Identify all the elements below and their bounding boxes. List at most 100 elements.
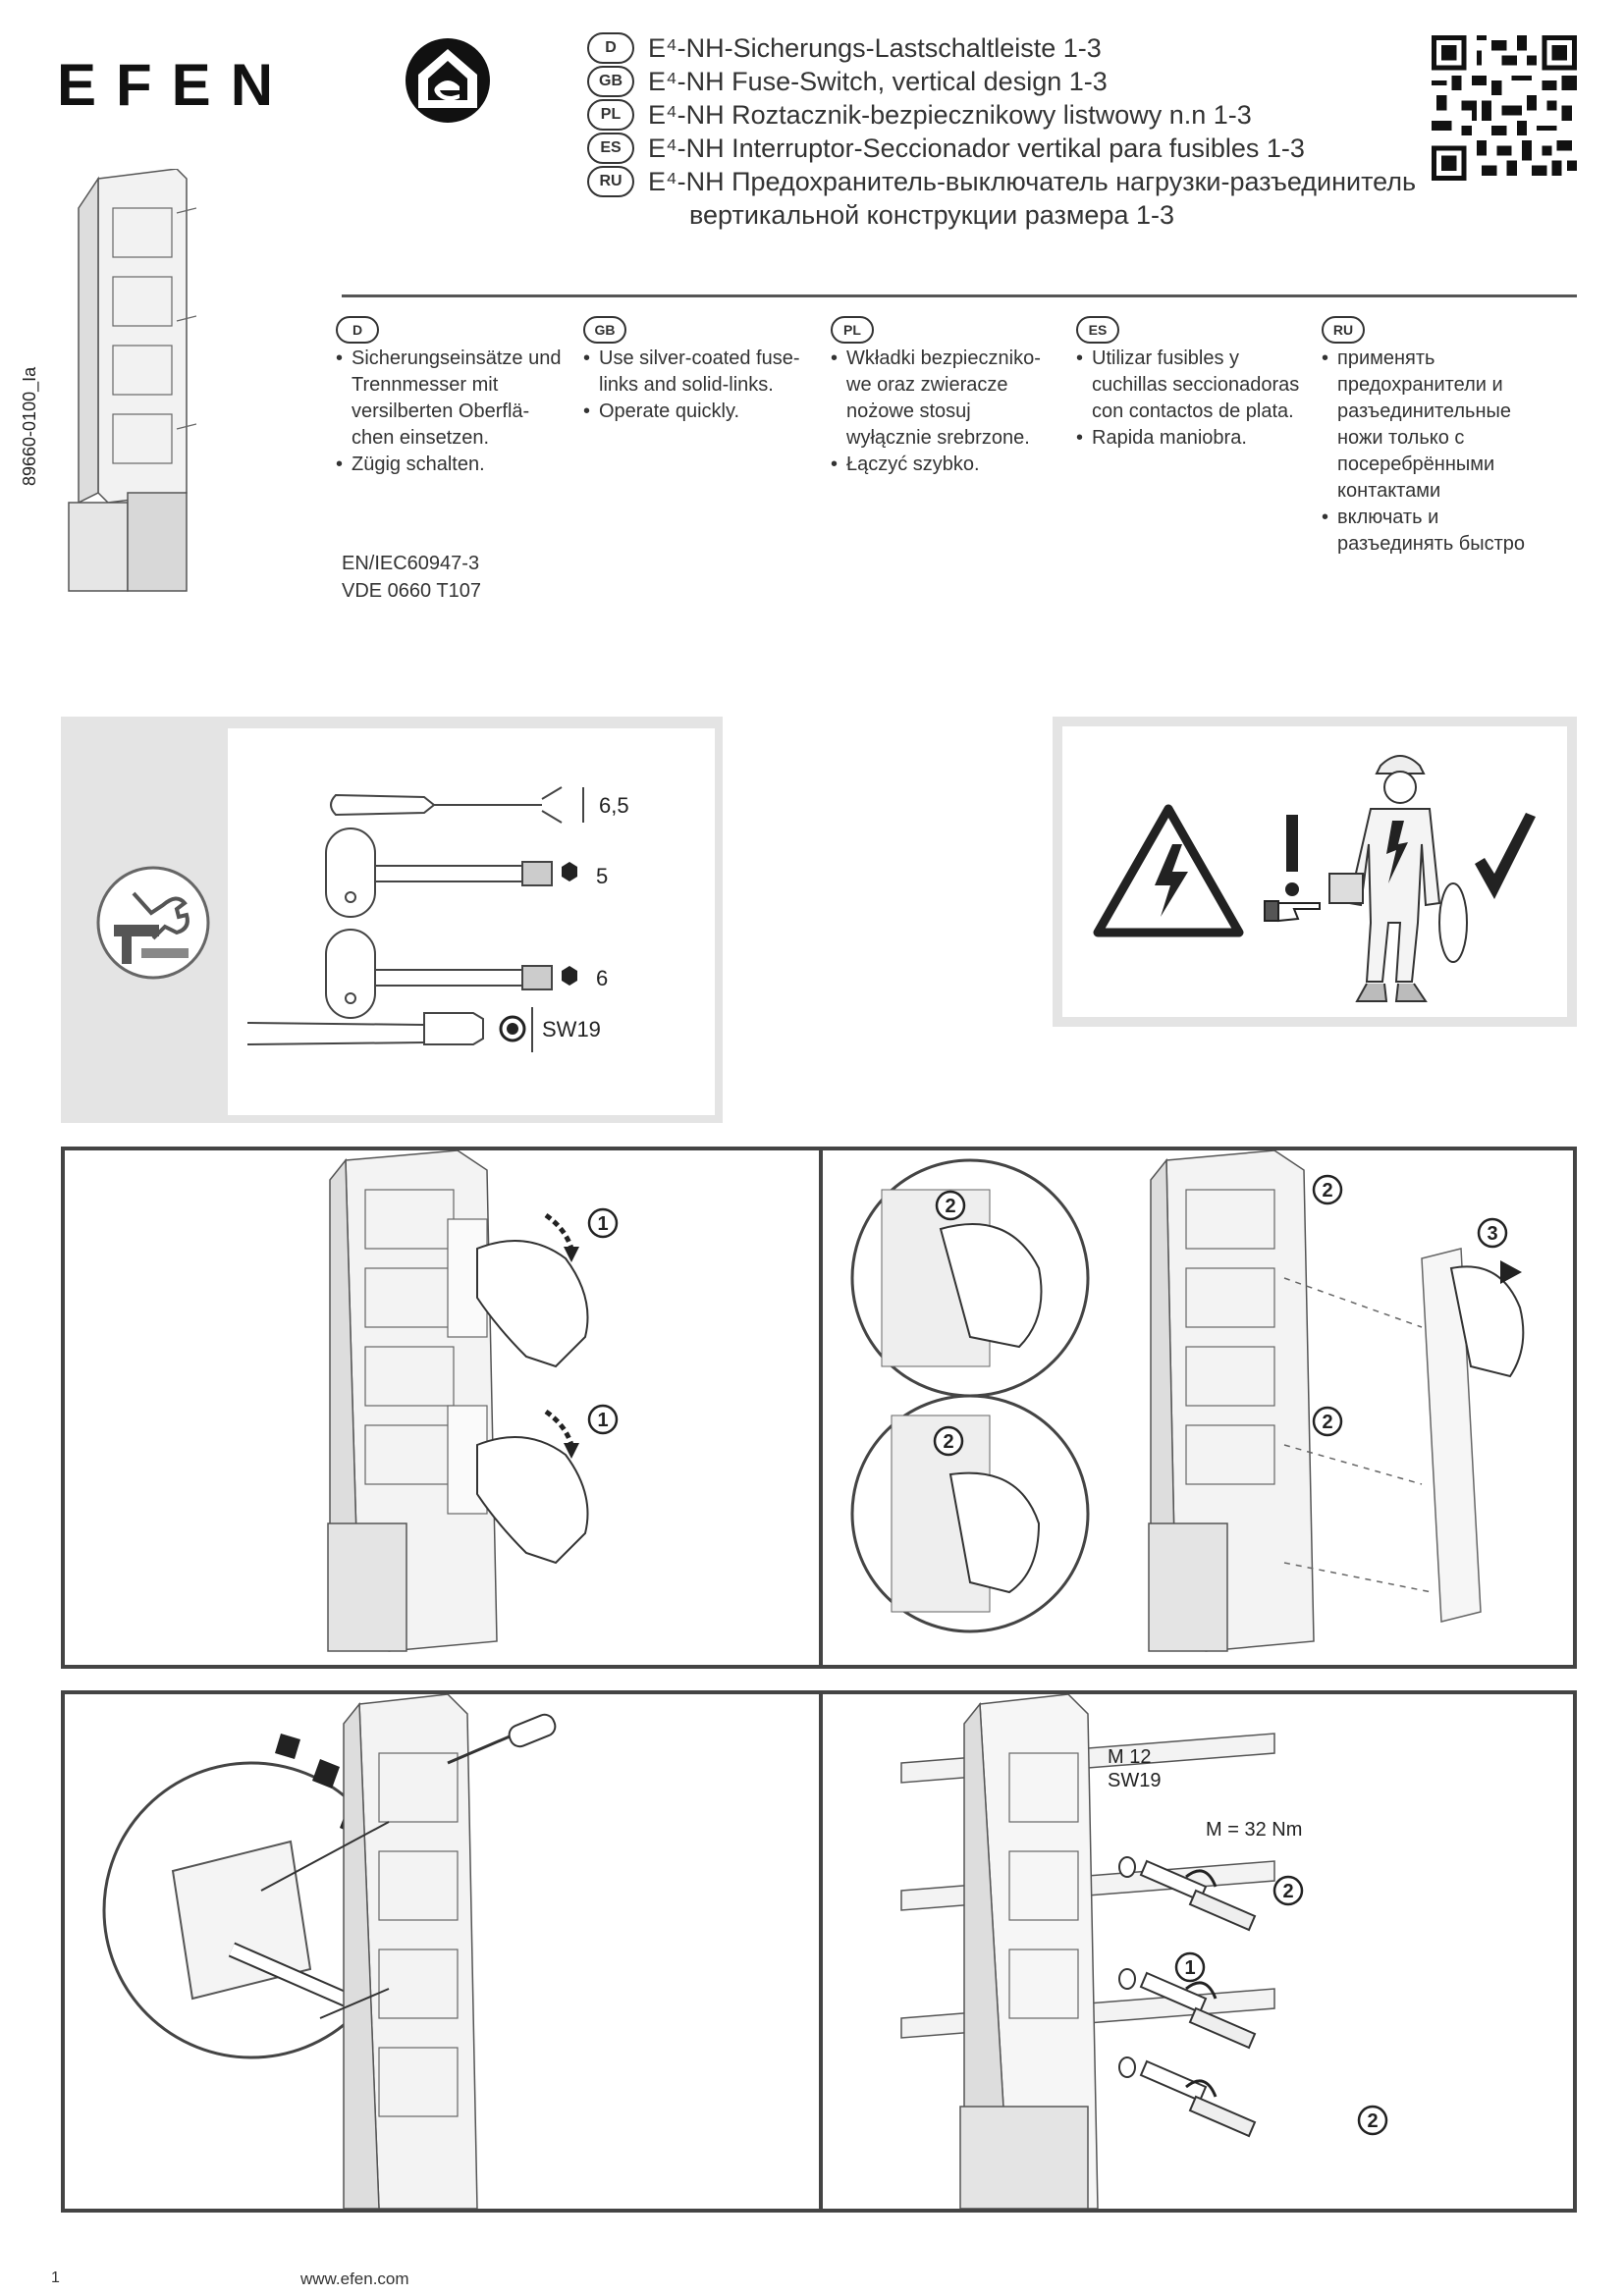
efen-logo-icon <box>406 38 490 123</box>
hand-remove <box>1449 1265 1525 1378</box>
instruction-item: Zügig schalten. <box>336 452 562 478</box>
header-divider <box>342 294 1577 297</box>
title-pl: E⁴-NH Roztacznik-bezpiecznikowy listwowy… <box>648 99 1252 130</box>
tools-panel-inner <box>228 728 715 1115</box>
tools-wrench-hammer-icon <box>96 866 210 980</box>
arrow-right-icon <box>1500 1260 1522 1284</box>
lang-badge-ru: RU <box>587 166 634 197</box>
page-number: 1 <box>51 2269 60 2286</box>
step-1-badge: 1 <box>587 1207 619 1239</box>
step-2-badge-detail-upper: 2 <box>935 1190 966 1221</box>
title-row-ru-continued: вертикальной конструкции размера 1-3 <box>587 198 1549 232</box>
checkmark-icon <box>1475 813 1536 899</box>
instruction-item: применять предохранители и разъединитель… <box>1322 346 1547 505</box>
hex-key-1-tool <box>325 828 553 918</box>
electrician-figure <box>1328 755 1468 1002</box>
title-ru: E⁴-NH Предохранитель-выключатель нагрузк… <box>648 166 1417 196</box>
lang-badge-es: ES <box>587 133 634 164</box>
step-2-3-remove-cover: 2 2 2 2 3 <box>850 1150 1525 1652</box>
instructions-pl: PL Wkładki bezpieczniko-we oraz zwieracz… <box>831 316 1056 478</box>
instruction-item: Use silver-coated fuse-links and solid-l… <box>583 346 809 399</box>
instructions-gb: GB Use silver-coated fuse-links and soli… <box>583 316 809 425</box>
step-2-number-main: 2 <box>1322 1180 1332 1201</box>
title-row-pl: PL E⁴-NH Roztacznik-bezpiecznikowy listw… <box>587 98 1549 132</box>
detail-circle-screwdriver <box>102 1761 401 2059</box>
instructions-es: ES Utilizar fusibles y cuchillas seccion… <box>1076 316 1302 452</box>
title-es: E⁴-NH Interruptor-Seccionador vertikal p… <box>648 133 1305 163</box>
step-1-badge-middle: 1 <box>1174 1951 1206 1983</box>
bolt-assembly-lower <box>1118 2056 1257 2138</box>
instruction-item: Sicherungseinsätze und Trennmesser mit v… <box>336 346 562 452</box>
hand-upper <box>476 1240 589 1368</box>
bolt-assembly-middle <box>1118 1968 1257 2050</box>
step-2-badge-top: 2 <box>1272 1875 1304 1906</box>
frame-2-divider <box>819 1690 823 2213</box>
hex-1-icon <box>562 862 577 881</box>
brand-logo-text: EFEN <box>57 52 294 118</box>
step-2-badge-main-lower: 2 <box>1312 1406 1343 1437</box>
screwdriver-insert <box>447 1713 557 1765</box>
hand-lower <box>476 1436 589 1565</box>
lang-badge-pl-col: PL <box>831 316 874 344</box>
step-1-badge-lower: 1 <box>587 1404 619 1435</box>
high-voltage-warning-icon <box>1093 804 1244 937</box>
socket-size-label: SW19 <box>542 1017 601 1041</box>
hex-key-2-tool <box>325 929 553 1019</box>
pointing-hand-icon <box>1264 900 1321 923</box>
screwdriver-size-label: 6,5 <box>599 793 629 818</box>
wrench-size-label: SW19 <box>1108 1770 1161 1791</box>
step-1-unlock-covers: 1 1 <box>327 1150 619 1652</box>
document-id-vertical: 89660-0100_Ia <box>20 366 40 486</box>
step-1-number: 1 <box>597 1213 608 1235</box>
step-2-number: 2 <box>945 1196 955 1217</box>
standards-block: EN/IEC60947-3 VDE 0660 T107 <box>342 550 481 605</box>
step-screw-cover <box>102 1694 557 2209</box>
qr-code-icon <box>1432 35 1577 181</box>
title-row-es: ES E⁴-NH Interruptor-Seccionador vertika… <box>587 132 1549 165</box>
step-3-number: 3 <box>1487 1223 1497 1245</box>
title-gb: E⁴-NH Fuse-Switch, vertical design 1-3 <box>648 66 1108 96</box>
document-id-text: 89660-0100_Ia <box>20 366 40 486</box>
step-2-badge-main-upper: 2 <box>1312 1174 1343 1205</box>
title-ru-continued: вертикальной конструкции размера 1-3 <box>689 199 1174 230</box>
title-de: E⁴-NH-Sicherungs-Lastschaltleiste 1-3 <box>648 32 1102 63</box>
standard-vde: VDE 0660 T107 <box>342 580 481 602</box>
lang-badge-de-col: D <box>336 316 379 344</box>
bolt-assembly-upper <box>1118 1856 1257 1932</box>
screwdriver-tool <box>330 786 563 824</box>
step-2-number-lower-detail: 2 <box>943 1431 953 1453</box>
step-1-number-lower: 1 <box>597 1410 608 1431</box>
rotation-arrow-icon <box>1185 1869 1218 2098</box>
lang-badge-ru-col: RU <box>1322 316 1365 344</box>
instruction-item: включать и разъединять быстро <box>1322 505 1547 558</box>
frame-1-divider <box>819 1147 823 1669</box>
fuse-switch-product-image <box>68 169 196 592</box>
step-2-badge-detail-lower: 2 <box>933 1425 964 1457</box>
detail-circle-upper <box>850 1158 1090 1398</box>
torque-label: M = 32 Nm <box>1206 1819 1302 1841</box>
step-1-number-middle: 1 <box>1184 1957 1195 1979</box>
lang-badge-pl: PL <box>587 99 634 131</box>
step-2-number-top: 2 <box>1282 1881 1293 1902</box>
instruction-item: Łączyć szybko. <box>831 452 1056 478</box>
detail-circle-lower <box>850 1394 1090 1633</box>
lang-badge-gb: GB <box>587 66 634 97</box>
step-2-number-main-lower: 2 <box>1322 1412 1332 1433</box>
lang-badge-es-col: ES <box>1076 316 1119 344</box>
instructions-ru: RU применять предохранители и разъединит… <box>1322 316 1547 558</box>
standard-iec: EN/IEC60947-3 <box>342 553 480 574</box>
title-row-ru: RU E⁴-NH Предохранитель-выключатель нагр… <box>587 165 1549 198</box>
arrow-down-icon <box>544 1212 574 1446</box>
instruction-item: Rapida maniobra. <box>1076 425 1302 452</box>
exclamation-icon <box>1285 815 1299 896</box>
hex-key-2-label: 6 <box>596 966 608 990</box>
instruction-item: Wkładki bezpieczniko-we oraz zwieracze n… <box>831 346 1056 452</box>
instructions-de: D Sicherungseinsätze und Trennmesser mit… <box>336 316 562 478</box>
step-2-badge-bottom: 2 <box>1357 2105 1388 2136</box>
instruction-item: Utilizar fusibles y cuchillas seccionado… <box>1076 346 1302 425</box>
website-link[interactable]: www.efen.com <box>300 2269 409 2288</box>
lang-badge-gb-col: GB <box>583 316 626 344</box>
bolt-size-label: M 12 <box>1108 1746 1151 1768</box>
step-2-number-bottom: 2 <box>1367 2110 1378 2132</box>
title-row-de: D E⁴-NH-Sicherungs-Lastschaltleiste 1-3 <box>587 31 1549 65</box>
